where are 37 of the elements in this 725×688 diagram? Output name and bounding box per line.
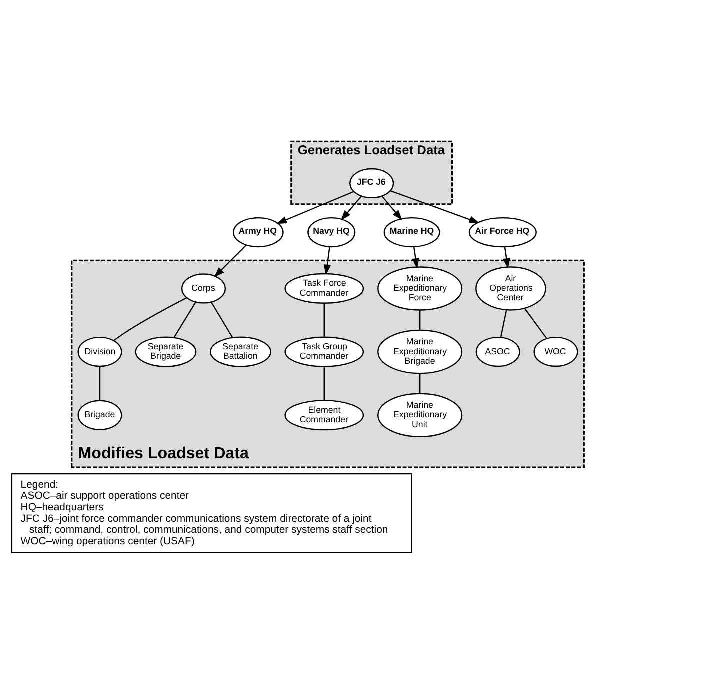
connector xyxy=(419,310,421,330)
node-ellipse: Element Commander xyxy=(284,400,364,431)
arrow xyxy=(276,191,354,224)
connector xyxy=(324,366,325,400)
node-ellipse: Task Group Commander xyxy=(284,336,364,368)
arrow xyxy=(340,196,362,221)
arrow xyxy=(382,196,402,220)
arrow xyxy=(503,247,510,269)
node-ellipse: Marine HQ xyxy=(384,217,440,248)
connector xyxy=(210,302,234,338)
node-ellipse: Marine Expeditionary Force xyxy=(378,266,463,311)
node-ellipse: Corps xyxy=(181,274,226,304)
node-box: Legend: ASOC–air support operations center HQ–headquarters JFC J6–joint force commander communications system directorate of a joint staff; command, control, communications, and computer systems staff section WOC–wing operations center (USAF) xyxy=(11,473,412,554)
connector xyxy=(524,308,548,340)
node-ellipse: Marine Expeditionary Brigade xyxy=(378,330,463,374)
node-ellipse: Separate Brigade xyxy=(135,336,197,368)
arrow xyxy=(324,247,332,276)
node-ellipse: ASOC xyxy=(476,336,520,368)
node-ellipse: JFC J6 xyxy=(350,168,394,199)
node-ellipse: Air Operations Center xyxy=(476,266,546,311)
connector xyxy=(324,304,325,338)
connector xyxy=(500,310,508,338)
node-ellipse: Brigade xyxy=(78,400,122,430)
node-ellipse: WOC xyxy=(534,336,578,368)
node-ellipse: Division xyxy=(78,336,122,368)
node-ellipse: Task Force Commander xyxy=(284,273,364,304)
node-ellipse: Navy HQ xyxy=(308,217,356,248)
node-ellipse: Marine Expeditionary Unit xyxy=(378,393,463,438)
arrow xyxy=(390,190,480,224)
connector xyxy=(99,366,101,401)
connector xyxy=(174,302,196,338)
connector xyxy=(419,374,421,394)
arrow xyxy=(412,247,420,269)
node-ellipse: Separate Battalion xyxy=(210,336,272,368)
arrow xyxy=(214,245,247,278)
connector xyxy=(114,298,188,342)
node-ellipse: Army HQ xyxy=(233,217,284,248)
